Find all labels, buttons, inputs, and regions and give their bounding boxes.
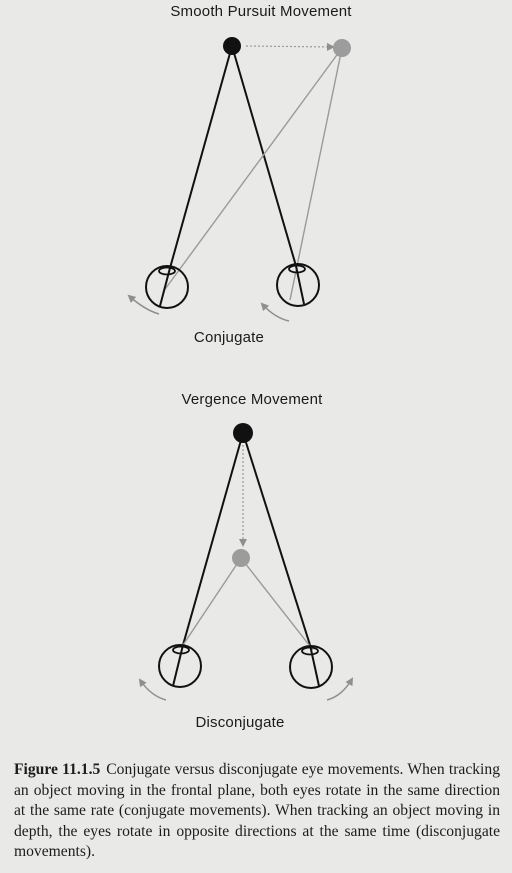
- conjugate-label: Conjugate: [193, 329, 265, 346]
- smooth-pursuit-title: Smooth Pursuit Movement: [170, 3, 352, 20]
- right-eye-sight-line-initial: [231, 45, 297, 267]
- disconjugate-label: Disconjugate: [195, 714, 285, 731]
- left-eye-icon: [138, 644, 202, 701]
- left-eye-icon: [127, 265, 189, 315]
- left-eye-sight-line-moved: [162, 47, 343, 293]
- far-target-dot: [233, 423, 253, 443]
- right-eye-icon: [289, 644, 354, 701]
- smooth-pursuit-panel: [127, 37, 351, 322]
- right-eye-sight-line-near: [240, 557, 314, 651]
- target-motion-arrow: [245, 42, 335, 51]
- left-eye-sight-line-initial: [169, 45, 233, 269]
- initial-target-dot: [223, 37, 241, 55]
- left-eye-sight-line-near: [180, 557, 242, 649]
- caption-text: Conjugate versus disconjugate eye moveme…: [14, 761, 500, 860]
- right-eye-sight-line-far: [242, 432, 311, 646]
- right-eye-icon: [260, 263, 320, 322]
- moved-target-dot: [333, 39, 351, 57]
- vergence-title: Vergence Movement: [181, 391, 323, 408]
- right-eye-sight-line-moved: [289, 47, 343, 301]
- vergence-panel: [138, 423, 354, 701]
- figure-number: Figure 11.1.5: [14, 761, 101, 778]
- left-eye-sight-line-far: [182, 432, 244, 646]
- eye-movement-diagram: [127, 37, 354, 701]
- near-target-dot: [232, 549, 250, 567]
